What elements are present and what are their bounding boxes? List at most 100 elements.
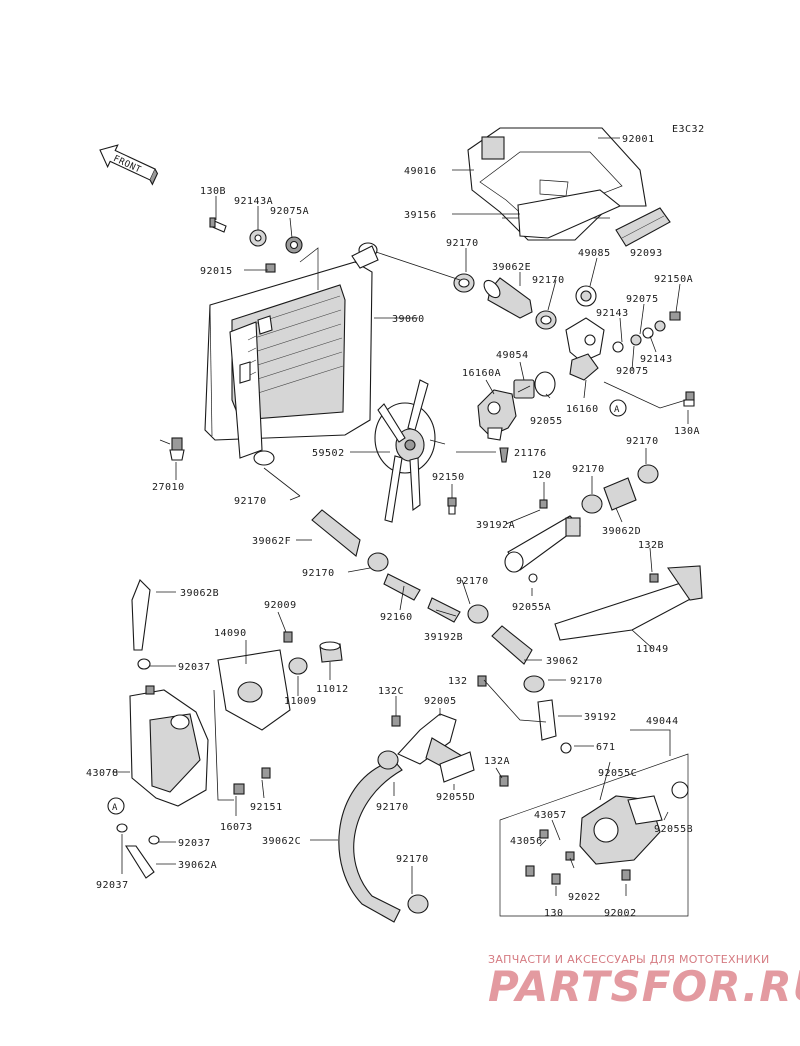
part-number-label: 130 xyxy=(544,908,564,919)
part-number-label: 92075 xyxy=(626,294,659,305)
part-number-label: 49044 xyxy=(646,716,679,727)
temp-sender-27010 xyxy=(169,437,185,461)
hose-39062C xyxy=(338,750,429,923)
part-number-label: 39062 xyxy=(546,656,579,667)
part-number-label: 92160 xyxy=(380,612,413,623)
svg-text:A: A xyxy=(614,405,620,415)
part-number-label: 11009 xyxy=(284,696,317,707)
part-number-label: 39062E xyxy=(492,262,531,273)
bracket-14090 xyxy=(217,631,293,731)
part-number-label: 16073 xyxy=(220,822,253,833)
part-number-label: 39192A xyxy=(476,520,515,531)
part-number-label: 92170 xyxy=(376,802,409,813)
part-number-label: 49085 xyxy=(578,248,611,259)
part-number-label: 92022 xyxy=(568,892,601,903)
part-number-label: 92037 xyxy=(178,838,211,849)
part-number-label: 43056 xyxy=(510,836,543,847)
part-number-label: 92170 xyxy=(302,568,335,579)
part-number-label: 49016 xyxy=(404,166,437,177)
part-number-label: 92037 xyxy=(96,880,129,891)
part-number-label: 120 xyxy=(532,470,552,481)
part-number-label: 92037 xyxy=(178,662,211,673)
part-number-label: 21176 xyxy=(514,448,547,459)
part-number-label: 92005 xyxy=(424,696,457,707)
part-number-label: 92170 xyxy=(446,238,479,249)
part-number-label: 39062A xyxy=(178,860,217,871)
clamps-upper xyxy=(453,273,557,330)
bracket-11049 xyxy=(554,565,703,641)
small-clamps-92037 xyxy=(116,658,160,845)
part-number-label: 92143A xyxy=(234,196,273,207)
front-arrow: FRONT xyxy=(99,144,159,186)
part-number-label: 92055 xyxy=(530,416,563,427)
part-number-label: 92150 xyxy=(432,472,465,483)
part-number-label: 59502 xyxy=(312,448,345,459)
part-number-label: 92170 xyxy=(456,576,489,587)
part-number-label: 92170 xyxy=(532,275,565,286)
hose-39062B xyxy=(131,579,151,651)
pipe-39192 xyxy=(477,675,572,754)
gasket-92055D xyxy=(439,751,475,783)
bolt-130A xyxy=(683,391,695,407)
part-number-label: 92170 xyxy=(626,436,659,447)
hose-39062D xyxy=(581,464,659,514)
part-number-label: 92143 xyxy=(640,354,673,365)
part-number-label: 39192B xyxy=(424,632,463,643)
part-number-label: 92055B xyxy=(654,824,693,835)
cooling-fan-59502 xyxy=(374,379,446,523)
reservoir-tank-43078 xyxy=(129,685,209,807)
part-number-label: 92170 xyxy=(396,854,429,865)
hose-39062F xyxy=(311,509,389,572)
part-number-label: 92151 xyxy=(250,802,283,813)
water-pump-box xyxy=(499,753,689,917)
part-number-label: 43078 xyxy=(86,768,119,779)
part-number-label: 92170 xyxy=(570,676,603,687)
hose-39062 xyxy=(491,625,533,665)
bolt-132A xyxy=(499,775,509,787)
part-number-label: 39062B xyxy=(180,588,219,599)
housing-16160A xyxy=(477,389,517,441)
part-number-label: 92009 xyxy=(264,600,297,611)
part-number-label: 130B xyxy=(200,186,226,197)
hose-39062A xyxy=(125,845,155,879)
part-number-label: 92143 xyxy=(596,308,629,319)
screen-39156 xyxy=(517,189,622,239)
oring-92055A xyxy=(528,573,538,583)
part-number-label: 39062F xyxy=(252,536,291,547)
part-number-label: 671 xyxy=(596,742,616,753)
watermark-logo: PARTSFOR.RU xyxy=(488,962,800,1011)
diagram-code: E3C32 xyxy=(672,124,705,135)
part-number-label: 132A xyxy=(484,756,510,767)
watermark-tagline: ЗАПЧАСТИ И АКСЕССУАРЫ ДЛЯ МОТОТЕХНИКИ xyxy=(488,953,770,966)
small-bolts-top-left xyxy=(209,217,303,254)
pipe-39192A xyxy=(504,499,581,573)
part-number-label: 49054 xyxy=(496,350,529,361)
ref-marker-a-upper: A xyxy=(609,399,627,417)
part-number-label: 16160A xyxy=(462,368,501,379)
part-number-label: 39060 xyxy=(392,314,425,325)
bolt-92150 xyxy=(447,497,457,515)
strip-92093 xyxy=(615,207,671,247)
water-pump-49044 xyxy=(525,781,689,885)
part-number-label: 92170 xyxy=(234,496,267,507)
part-number-label: 11012 xyxy=(316,684,349,695)
part-number-label: 39062D xyxy=(602,526,641,537)
part-number-label: 132C xyxy=(378,686,404,697)
part-number-label: 92055C xyxy=(598,768,637,779)
cap-11012 xyxy=(319,641,343,663)
thermostat-housing xyxy=(565,317,605,381)
bolts-92151-16073 xyxy=(233,767,271,795)
part-number-label: 92093 xyxy=(630,248,663,259)
pipe-92160 xyxy=(383,573,421,601)
part-number-label: 27010 xyxy=(152,482,185,493)
part-number-label: 14090 xyxy=(214,628,247,639)
leader-lines xyxy=(112,137,689,896)
hose-39062E xyxy=(483,277,533,319)
part-number-label: 132 xyxy=(448,676,468,687)
part-number-label: 39156 xyxy=(404,210,437,221)
pipe-39192B xyxy=(427,597,489,624)
part-number-label: 39062C xyxy=(262,836,301,847)
part-number-callouts: 92001 49016 39156 92093 130B 92143A 9207… xyxy=(86,134,700,919)
part-number-label: 130A xyxy=(674,426,700,437)
